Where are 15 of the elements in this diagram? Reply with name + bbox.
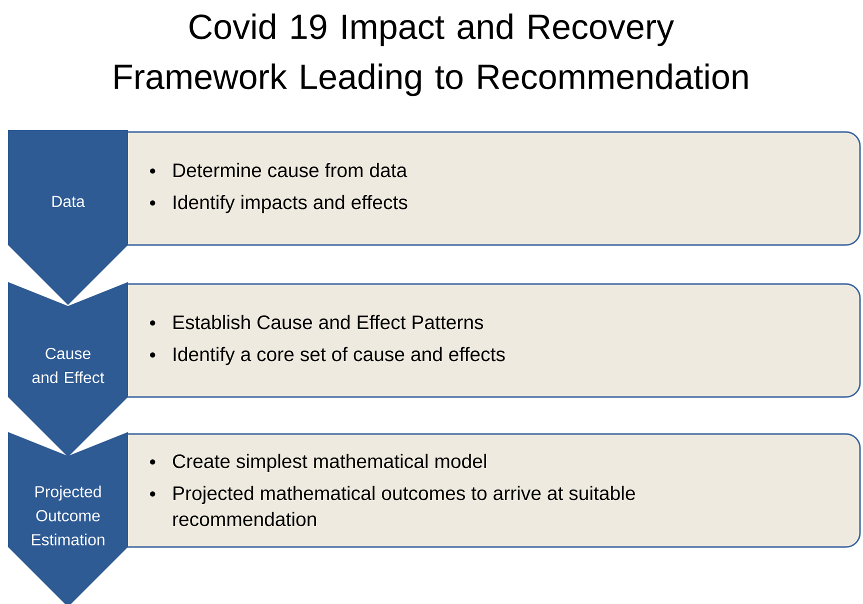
step-tab: Data [8, 130, 128, 305]
step-tab: Cause and Effect [8, 282, 128, 457]
node-label: Cause and Effect [32, 348, 104, 384]
bullet-item: Projected mathematical outcomes to arrive at suitable recommendation [173, 486, 635, 526]
step-tab: Projected Outcome Estimation [8, 432, 128, 604]
bullet-item: Establish Cause and Effect Patterns [174, 314, 484, 330]
node-label: Data [52, 196, 85, 208]
bullet-item: Create simplest mathematical model [173, 454, 486, 472]
bullet-item: Identify impacts and effects [174, 194, 408, 214]
bullet-item: Identify a core set of cause and effects [174, 346, 505, 366]
content-box [126, 283, 861, 398]
content-box [126, 131, 861, 246]
content-box [126, 433, 861, 548]
title: Covid 19 Impact and Recovery Framework Leading to Recommendation [114, 14, 748, 96]
bullet-item: Determine cause from data [174, 162, 408, 178]
